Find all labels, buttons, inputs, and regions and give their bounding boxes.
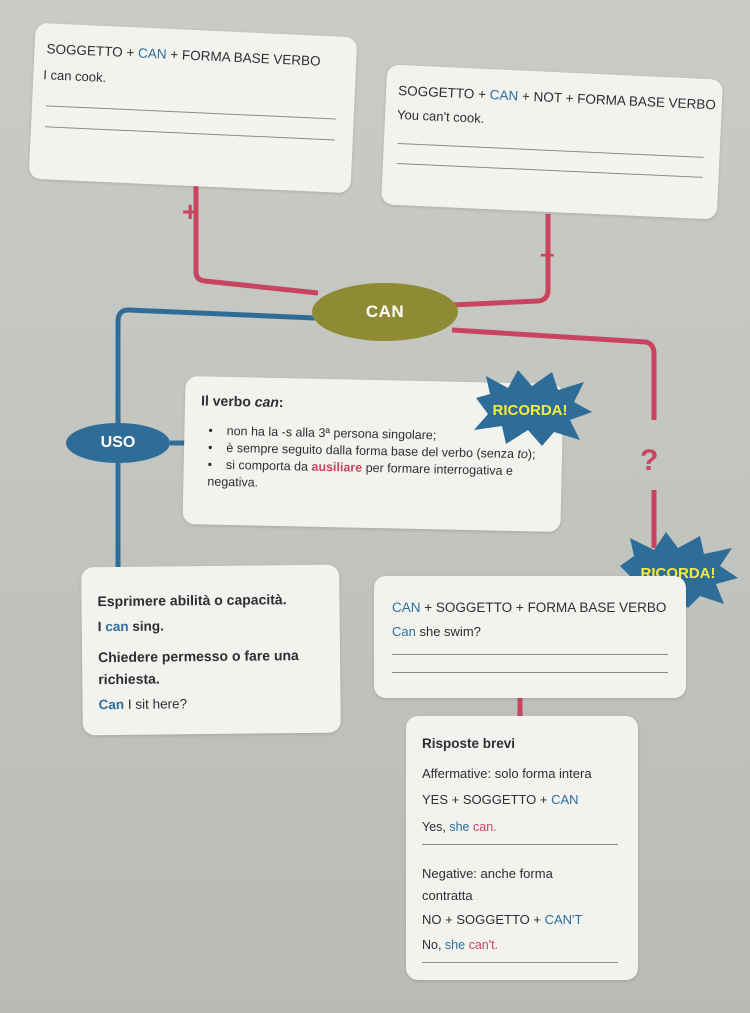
question-formula: CAN + SOGGETTO + FORMA BASE VERBO bbox=[392, 600, 666, 615]
plus-icon: + bbox=[182, 196, 199, 227]
example-yes: Yes, bbox=[422, 820, 446, 834]
title-suffix: : bbox=[278, 394, 284, 411]
negative-answer-formula: NO + SOGGETTO + CAN'T bbox=[422, 912, 582, 927]
affirmative-answer-example: Yes, she can. bbox=[422, 820, 497, 834]
affirmative-example: I can cook. bbox=[43, 67, 107, 86]
title-prefix: Il verbo bbox=[200, 392, 255, 410]
question-example: Can she swim? bbox=[392, 624, 481, 639]
plus-sign: + bbox=[517, 88, 534, 105]
plus-sign: + bbox=[512, 600, 528, 615]
affirmative-formula: SOGGETTO + CAN + FORMA BASE VERBO bbox=[46, 41, 321, 68]
verb-box-title: Il verbo can: bbox=[201, 392, 284, 410]
negative-box: SOGGETTO + CAN + NOT + FORMA BASE VERBO … bbox=[380, 64, 724, 220]
ricorda-badge-text: RICORDA! bbox=[493, 402, 568, 419]
permission-example: Can I sit here? bbox=[98, 696, 187, 712]
rule-3-highlight: ausiliare bbox=[311, 459, 363, 475]
formula-can: CAN bbox=[392, 600, 421, 615]
title-italic: can bbox=[254, 393, 280, 411]
example-subject: she bbox=[441, 938, 466, 952]
plus-sign: + bbox=[420, 600, 436, 615]
permission-title-l1: Chiedere permesso o fare una bbox=[97, 647, 299, 666]
permission-title-l2: richiesta. bbox=[98, 670, 160, 688]
formula-yes: YES bbox=[422, 792, 449, 807]
answer-line bbox=[44, 126, 335, 141]
plus-sign: + bbox=[441, 912, 457, 927]
negative-formula: SOGGETTO + CAN + NOT + FORMA BASE VERBO bbox=[398, 83, 716, 112]
answer-line bbox=[396, 162, 703, 178]
answer-line bbox=[422, 844, 618, 845]
ability-title: Esprimere abilità o capacità. bbox=[97, 591, 287, 610]
answer-line bbox=[422, 962, 618, 963]
formula-can: CAN bbox=[137, 45, 167, 62]
rule-2-italic: to bbox=[517, 447, 529, 462]
example-can: Can bbox=[392, 624, 416, 639]
ricorda-burst-shape bbox=[474, 370, 592, 446]
formula-rest: FORMA BASE VERBO bbox=[576, 91, 717, 113]
answer-line bbox=[397, 143, 704, 158]
rule-1-text: non ha la -s alla 3ª persona singolare; bbox=[226, 423, 437, 443]
can-node: CAN bbox=[312, 283, 458, 341]
formula-subject: SOGGETTO bbox=[46, 41, 124, 60]
plus-sign: + bbox=[561, 90, 578, 107]
formula-subject: SOGGETTO bbox=[462, 792, 537, 807]
formula-no: NO bbox=[422, 912, 442, 927]
formula-rest: FORMA BASE VERBO bbox=[181, 47, 321, 69]
affirmative-answer-formula: YES + SOGGETTO + CAN bbox=[422, 792, 579, 807]
answer-line bbox=[392, 654, 668, 655]
negative-answer-example: No, she can't. bbox=[422, 938, 498, 952]
plus-sign: + bbox=[166, 46, 183, 63]
plus-sign: + bbox=[448, 792, 463, 807]
minus-icon: – bbox=[540, 238, 555, 268]
connector-can-to-question bbox=[451, 327, 657, 420]
example-can: Can bbox=[98, 696, 125, 713]
rule-3-text: si comporta da bbox=[225, 457, 312, 474]
example-subject: she bbox=[445, 820, 470, 834]
question-mark-icon: ? bbox=[640, 444, 659, 477]
plus-sign: + bbox=[474, 86, 491, 103]
example-no: No, bbox=[422, 938, 442, 952]
formula-cant: CAN'T bbox=[544, 912, 583, 927]
example-can: can. bbox=[469, 820, 497, 834]
short-answers-title: Risposte brevi bbox=[422, 736, 516, 751]
example-can: can bbox=[101, 618, 129, 635]
example-rest: she swim? bbox=[415, 624, 481, 639]
ability-example: I can sing. bbox=[98, 618, 164, 634]
uso-node: USO bbox=[66, 423, 170, 463]
formula-can: CAN bbox=[489, 87, 519, 104]
ricorda-badge-1: RICORDA! bbox=[474, 370, 592, 446]
connector-can-to-uso bbox=[115, 307, 316, 424]
question-box: CAN + SOGGETTO + FORMA BASE VERBO Can sh… bbox=[374, 576, 686, 698]
formula-can: CAN bbox=[551, 792, 579, 807]
connector-negative-to-can bbox=[451, 214, 551, 308]
answer-line bbox=[392, 672, 668, 673]
affirmative-box: SOGGETTO + CAN + FORMA BASE VERBO I can … bbox=[28, 22, 358, 194]
plus-sign: + bbox=[536, 792, 552, 807]
answer-line bbox=[45, 105, 336, 120]
negative-example: You can't cook. bbox=[396, 106, 485, 126]
rule-3-suffix: per formare interrogativa e bbox=[362, 460, 514, 478]
affirmative-answer-title: Affermative: solo forma intera bbox=[422, 766, 592, 781]
rule-2-suffix: ); bbox=[527, 447, 536, 462]
plus-sign: + bbox=[529, 912, 545, 927]
formula-subject: SOGGETTO bbox=[397, 82, 475, 102]
example-rest: I sit here? bbox=[124, 696, 188, 712]
uso-box: Esprimere abilità o capacità. I can sing… bbox=[81, 564, 341, 736]
formula-subject: SOGGETTO bbox=[435, 600, 513, 615]
connector-affirmative-to-can bbox=[193, 172, 319, 296]
example-rest: sing. bbox=[128, 618, 164, 634]
formula-subject: SOGGETTO bbox=[456, 912, 530, 927]
example-cant: can't. bbox=[465, 938, 499, 952]
negative-answer-title-l2: contratta bbox=[422, 888, 473, 903]
formula-not: NOT bbox=[533, 89, 563, 106]
formula-rest: FORMA BASE VERBO bbox=[527, 600, 667, 615]
negative-answer-title-l1: Negative: anche forma bbox=[422, 866, 553, 881]
short-answers-box: Risposte brevi Affermative: solo forma i… bbox=[406, 716, 638, 980]
plus-sign: + bbox=[122, 44, 139, 61]
